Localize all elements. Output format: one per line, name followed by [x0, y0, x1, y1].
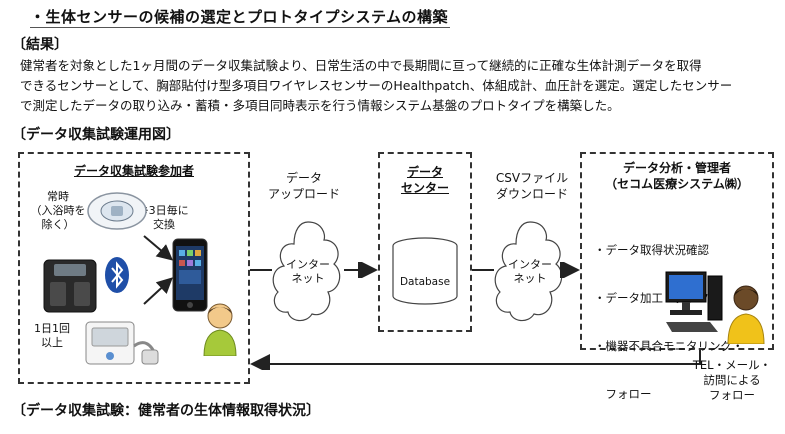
healthpatch-sensor-icon [87, 192, 147, 230]
every3days-note: ※3日毎に 交換 [139, 204, 189, 231]
internet-cloud-icon [272, 221, 341, 322]
data-center-box: データ センター [378, 152, 472, 332]
diagram-heading: 〔データ収集試験運用図〕 [12, 127, 180, 143]
sensor-to-phone-arrows [143, 235, 174, 305]
page-title: ・生体センサーの候補の選定とプロトタイプシステムの構築 [30, 8, 449, 26]
diagram-caption: 〔データ収集試験：健常者の生体情報取得状況〕 [12, 403, 320, 419]
daily-note: 1日1回 以上 [34, 322, 70, 349]
followup-arrow [250, 350, 701, 370]
participants-label: データ収集試験参加者 [73, 164, 194, 178]
computer-icon [665, 271, 723, 332]
results-line-2: できるセンサーとして、胸部貼付け型多項目ワイヤレスセンサーのHealthpatc… [20, 78, 733, 93]
analysis-item: ・データ取得状況確認 [594, 243, 709, 257]
database-icon [392, 237, 458, 305]
internet-cloud-icon-2 [494, 221, 563, 322]
upload-label: データ アップロード [267, 171, 340, 201]
analysis-item: フォロー [594, 387, 652, 401]
blood-pressure-monitor-icon [85, 321, 159, 365]
title-underline [30, 27, 450, 28]
results-line-3: で測定したデータの取り込み・蓄積・多項目同時表示を行う情報システム基盤のプロトタ… [20, 98, 620, 113]
results-heading: 〔結果〕 [12, 37, 68, 53]
analysis-item: ・機器不具合モニタリング・ [594, 339, 744, 353]
followup-note: TEL・メール・ 訪問による フォロー [692, 358, 772, 402]
always-note: 常時 （入浴時を 除く） [30, 190, 86, 231]
database-label: Database [399, 276, 451, 288]
manager-person-icon [727, 285, 765, 344]
upload-arrow [250, 262, 378, 278]
participants-box: データ収集試験参加者 [18, 152, 250, 384]
internet-label-1: インター ネット [286, 258, 330, 285]
smartphone-icon [172, 238, 208, 312]
bluetooth-icon [105, 257, 129, 293]
results-line-1: 健常者を対象とした1ヶ月間のデータ収集試験より、日常生活の中で長期間に亘って継続… [20, 58, 702, 73]
internet-label-2: インター ネット [508, 258, 552, 285]
analysis-label: データ分析・管理者 （セコム医療システム㈱） [605, 161, 749, 191]
download-label: CSVファイル ダウンロード [495, 171, 569, 201]
results-body: 健常者を対象とした1ヶ月間のデータ収集試験より、日常生活の中で長期間に亘って継続… [20, 56, 780, 116]
data-center-label: データ センター [400, 165, 449, 195]
download-arrow [472, 262, 580, 278]
participant-person-icon [203, 303, 237, 356]
body-composition-scale-icon [43, 259, 97, 313]
